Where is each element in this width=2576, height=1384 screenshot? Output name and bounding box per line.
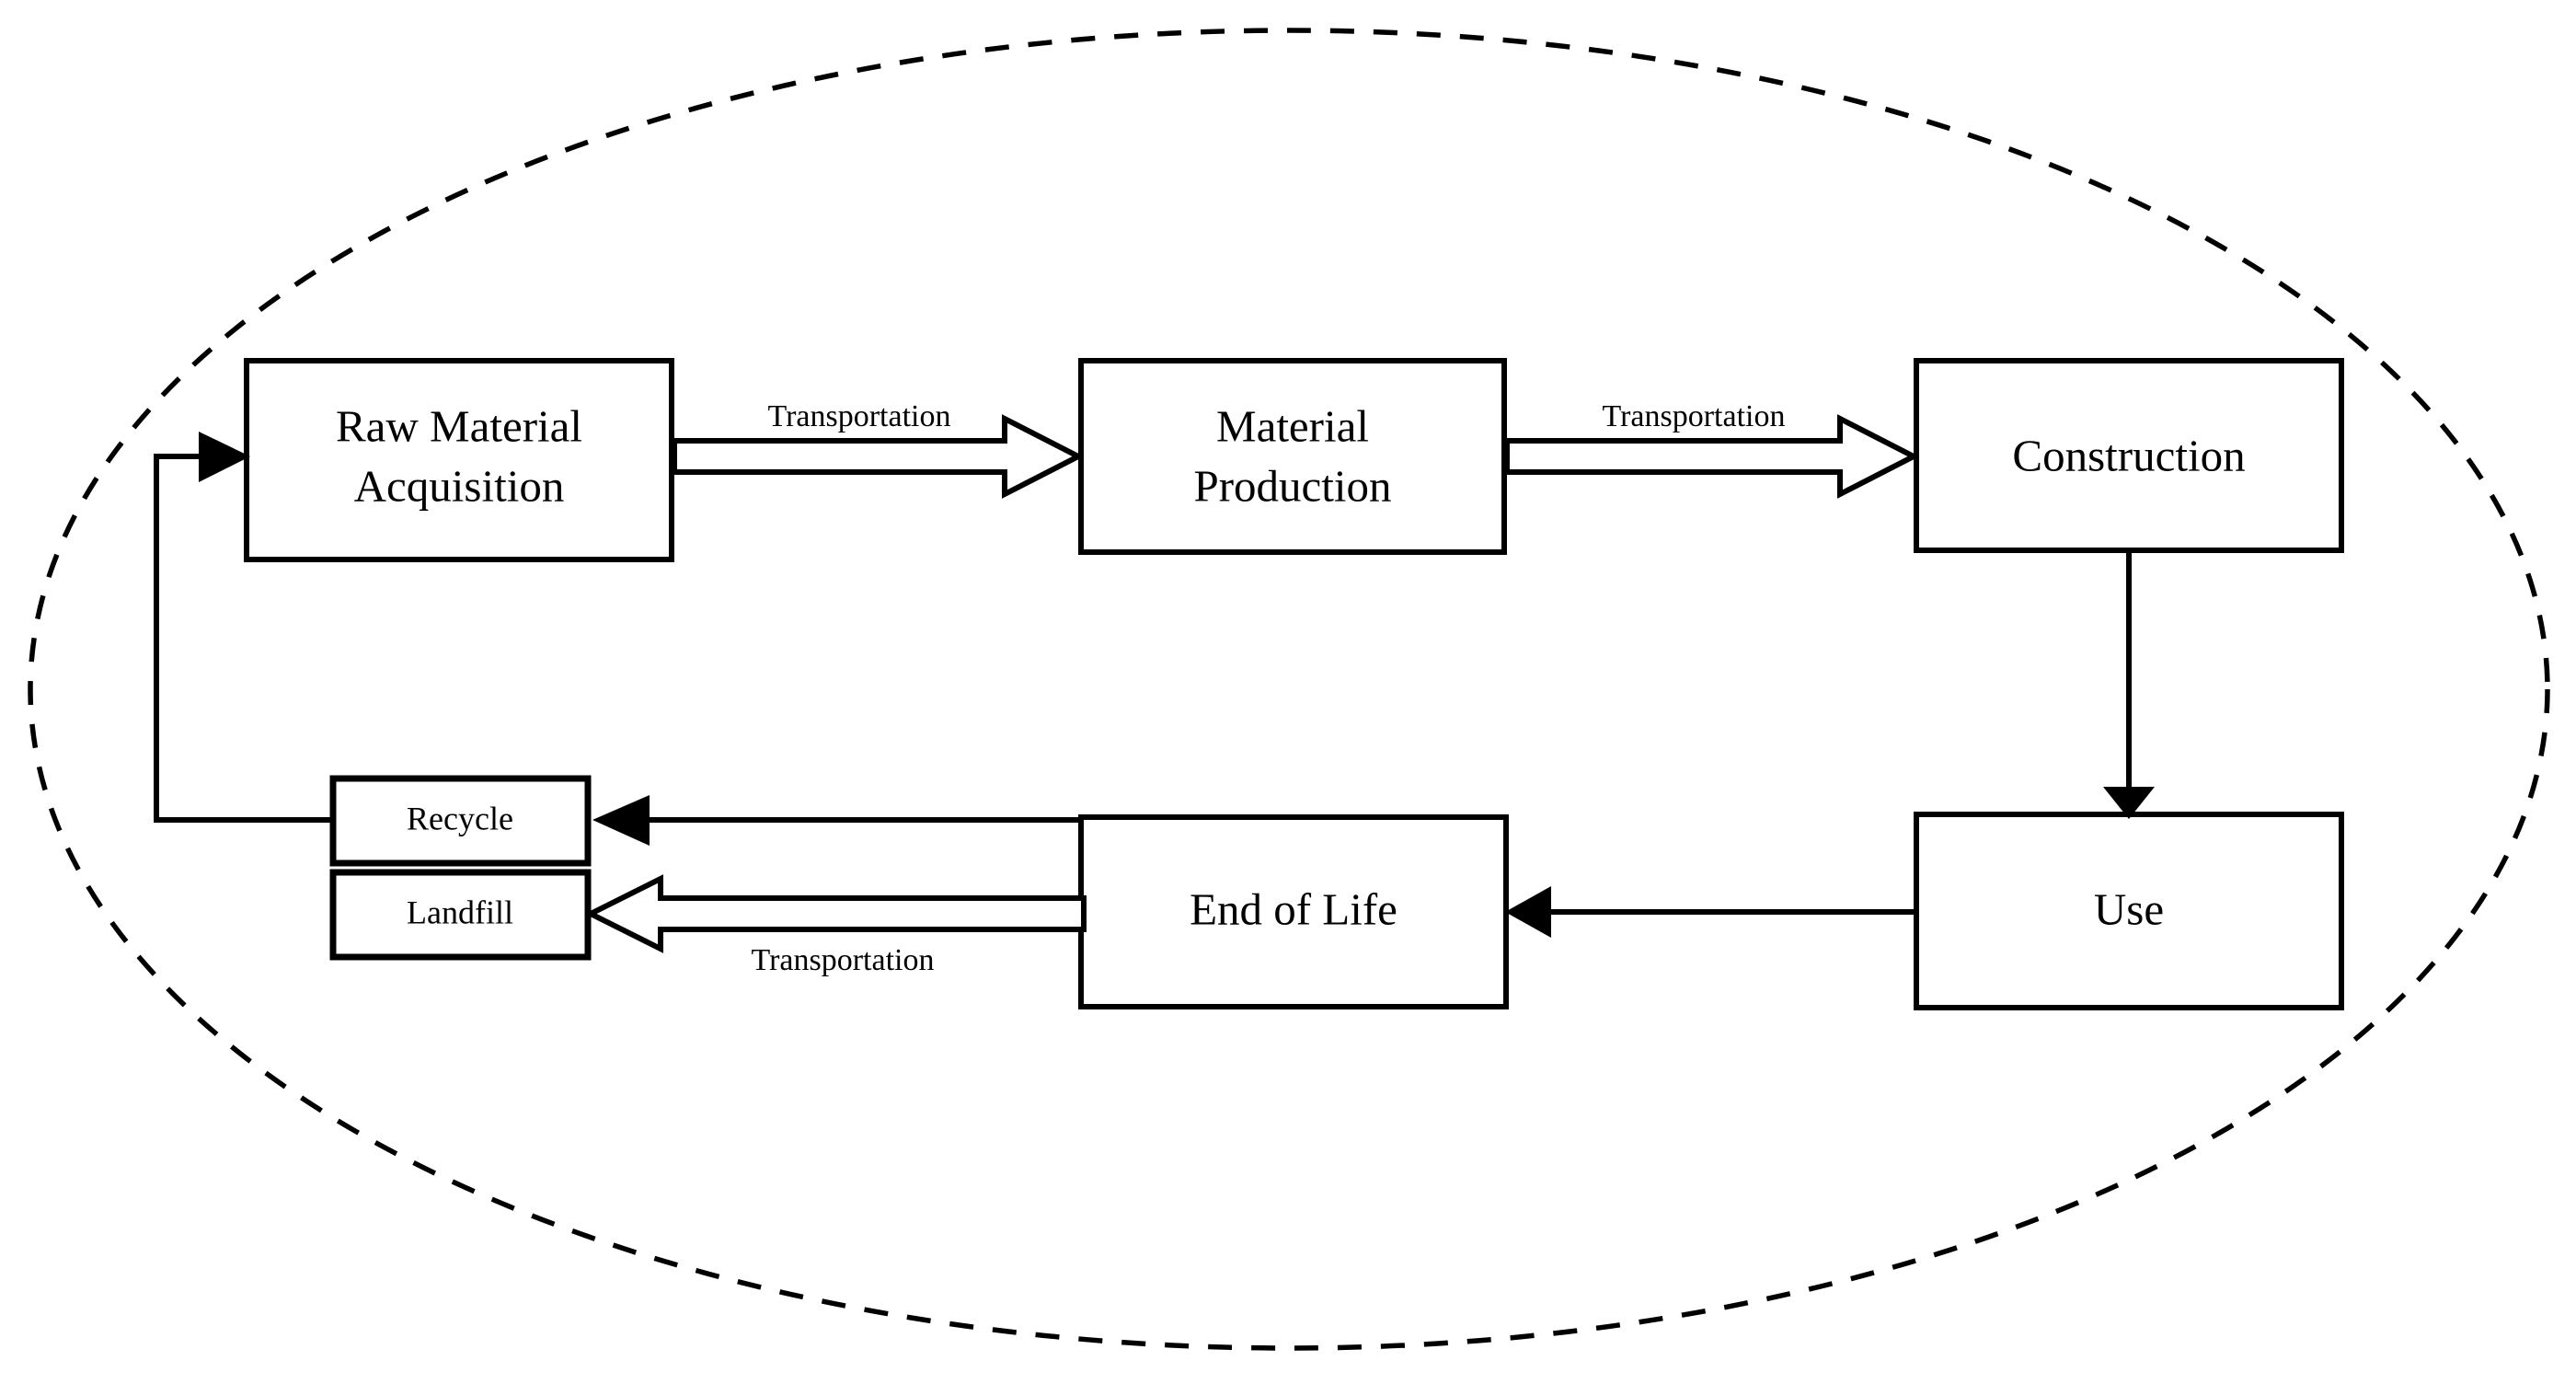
edge-recycle-to-raw-material <box>154 432 333 823</box>
node-recycle-label: Recycle <box>407 800 513 836</box>
edge-end-of-life-to-landfill-shape <box>584 874 1087 953</box>
edge-production-to-construction <box>1504 414 1920 499</box>
edge-raw-to-production-label: Transportation <box>768 399 951 433</box>
edge-production-to-construction-label: Transportation <box>1603 399 1786 433</box>
edge-end-of-life-to-landfill-label: Transportation <box>752 943 935 977</box>
node-raw-material-acquisition-label-line1: Raw Material <box>336 400 582 451</box>
node-material-production-label-line1: Material <box>1216 400 1369 451</box>
edge-end-of-life-to-recycle <box>592 795 1084 846</box>
node-recycle[interactable] <box>329 775 592 867</box>
edge-end-of-life-to-landfill <box>584 874 1087 953</box>
node-material-production[interactable] <box>1078 358 1507 555</box>
node-landfill-label: Landfill <box>407 894 513 930</box>
node-construction[interactable] <box>1914 358 2344 553</box>
edge-recycle-to-raw-material-arrowhead <box>199 432 250 482</box>
edge-raw-to-production-shape <box>672 414 1085 499</box>
edge-end-of-life-to-recycle-arrowhead <box>592 795 650 846</box>
node-construction-label: Construction <box>2012 430 2245 480</box>
edge-use-to-end-of-life <box>1505 886 1916 938</box>
edge-recycle-to-raw-material-line <box>154 454 333 823</box>
node-use-label: Use <box>2094 883 2164 934</box>
edge-construction-to-use <box>2103 550 2155 819</box>
edge-construction-to-use-arrowhead <box>2103 787 2155 819</box>
edge-use-to-end-of-life-arrowhead <box>1505 886 1551 938</box>
system-boundary-ellipse <box>28 28 2550 1351</box>
node-end-of-life-label: End of Life <box>1190 883 1397 934</box>
node-raw-material-acquisition[interactable] <box>244 358 674 562</box>
edge-raw-to-production <box>672 414 1085 499</box>
edge-production-to-construction-shape <box>1504 414 1920 499</box>
node-raw-material-acquisition-label-line2: Acquisition <box>354 460 565 511</box>
node-material-production-label-line2: Production <box>1193 460 1391 511</box>
